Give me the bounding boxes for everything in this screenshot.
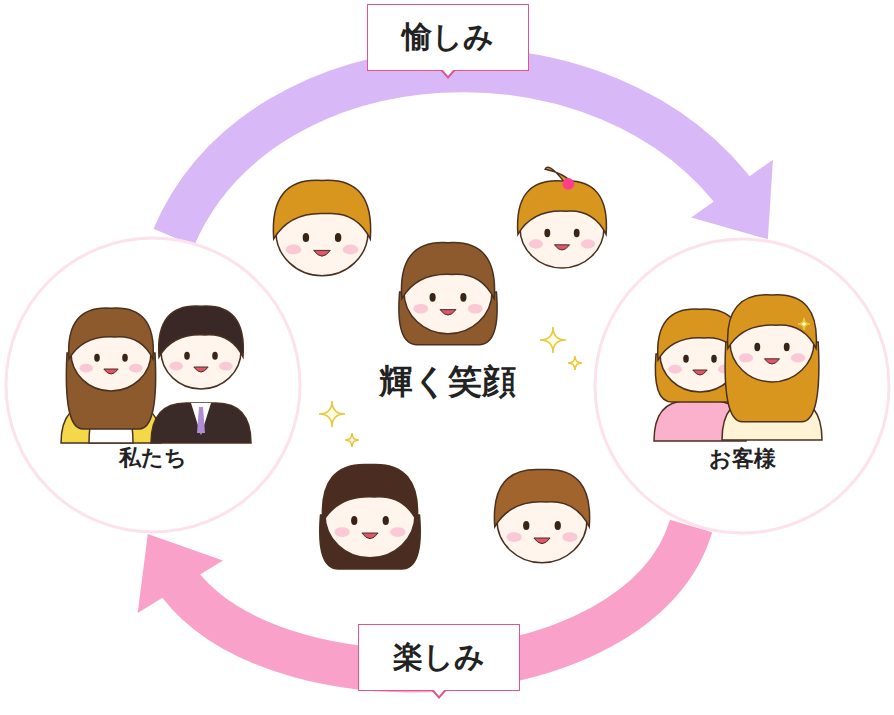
label-banner: 愉しみ [367, 4, 529, 71]
circle-outline [592, 236, 892, 536]
label-banner: 楽しみ [358, 624, 520, 691]
arrow-head [691, 160, 773, 239]
circle-node: お客様 [592, 236, 892, 536]
banner-notch [442, 69, 454, 76]
node-label: 私たち [3, 443, 303, 473]
center-label: 輝く笑顔 [379, 359, 516, 405]
node-label: お客様 [592, 444, 892, 474]
edge-label: 楽しみ [393, 639, 485, 674]
arrow-band [174, 70, 743, 237]
banner-notch [433, 689, 445, 696]
arrow-head [138, 534, 223, 613]
circle-outline [3, 235, 303, 535]
circle-node: 私たち [3, 235, 303, 535]
edge-label: 愉しみ [402, 19, 494, 54]
curved-arrow [174, 70, 773, 239]
